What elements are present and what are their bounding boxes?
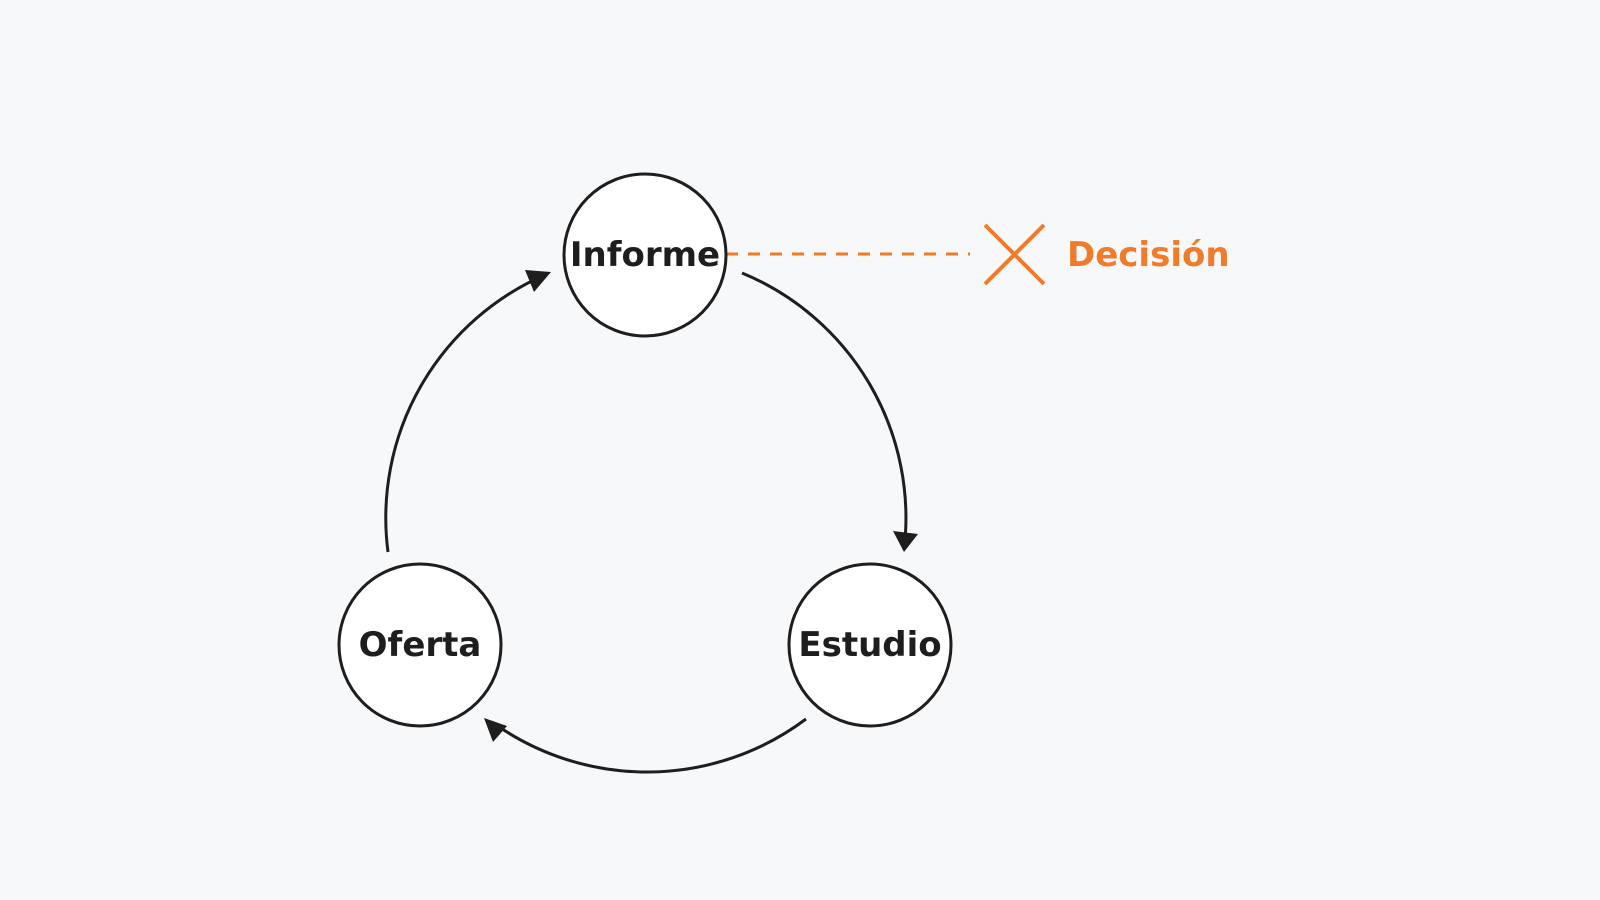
node-informe-label: Informe	[570, 235, 720, 275]
node-oferta: Oferta	[337, 562, 503, 728]
node-oferta-label: Oferta	[359, 625, 482, 665]
node-estudio-circle	[787, 562, 953, 728]
node-informe: Informe	[562, 172, 728, 338]
node-estudio: Estudio	[787, 562, 953, 728]
cross-icon	[983, 223, 1046, 286]
node-estudio-label: Estudio	[798, 625, 941, 665]
decision-annotation: Decisión	[726, 223, 1230, 286]
arrowhead-informe	[525, 270, 551, 292]
decision-label: Decisión	[1067, 235, 1230, 275]
arrow-oferta-to-informe	[384, 272, 548, 553]
arrowhead-oferta	[484, 718, 507, 742]
arrow-estudio-to-oferta	[491, 717, 807, 774]
node-oferta-circle	[337, 562, 503, 728]
arrowhead-estudio	[893, 531, 918, 552]
arrow-informe-to-estudio	[741, 271, 908, 551]
cycle-arrows	[384, 270, 918, 774]
node-informe-circle	[562, 172, 728, 338]
